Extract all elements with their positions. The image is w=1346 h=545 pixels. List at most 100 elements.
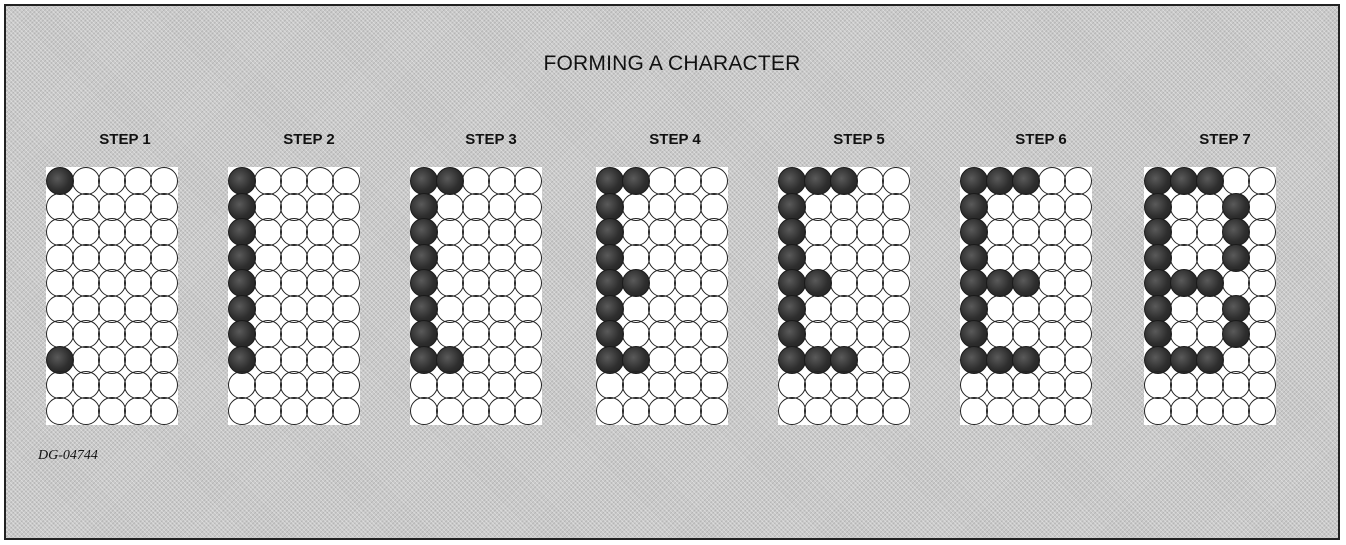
- dot-off: [280, 193, 308, 221]
- dot-off: [674, 218, 702, 246]
- dot-off: [700, 320, 728, 348]
- dot-off: [1038, 244, 1066, 272]
- dot-on: [960, 346, 988, 374]
- dot-off: [1170, 218, 1198, 246]
- dot-off: [622, 244, 650, 272]
- dot-off: [1248, 269, 1276, 297]
- dot-on: [1170, 346, 1198, 374]
- dot-off: [488, 397, 516, 425]
- dot-off: [306, 193, 334, 221]
- dot-off: [1144, 371, 1172, 399]
- dot-on: [778, 269, 806, 297]
- dot-off: [856, 397, 884, 425]
- dot-off: [648, 397, 676, 425]
- dot-off: [700, 397, 728, 425]
- dot-matrix-grid: [960, 167, 1092, 425]
- dot-off: [830, 244, 858, 272]
- dot-off: [830, 397, 858, 425]
- step-label: STEP 1: [45, 131, 205, 148]
- dot-off: [462, 371, 490, 399]
- dot-off: [1248, 397, 1276, 425]
- dot-off: [124, 320, 152, 348]
- dot-off: [228, 397, 256, 425]
- dot-off: [150, 397, 178, 425]
- dot-off: [1248, 320, 1276, 348]
- dot-on: [830, 167, 858, 195]
- dot-off: [1064, 295, 1092, 323]
- dot-off: [280, 244, 308, 272]
- dot-off: [462, 244, 490, 272]
- dot-off: [986, 320, 1014, 348]
- dot-on: [228, 295, 256, 323]
- dot-off: [436, 218, 464, 246]
- dot-off: [1038, 295, 1066, 323]
- dot-on: [228, 218, 256, 246]
- dot-off: [1170, 397, 1198, 425]
- dot-off: [124, 295, 152, 323]
- dot-on: [1222, 244, 1250, 272]
- dot-on: [622, 269, 650, 297]
- dot-off: [1038, 193, 1066, 221]
- dot-off: [1170, 244, 1198, 272]
- dot-off: [124, 397, 152, 425]
- dot-off: [622, 320, 650, 348]
- dot-off: [514, 397, 542, 425]
- dot-on: [596, 193, 624, 221]
- dot-off: [462, 193, 490, 221]
- dot-off: [306, 371, 334, 399]
- dot-off: [1222, 269, 1250, 297]
- dot-off: [1012, 397, 1040, 425]
- dot-off: [648, 320, 676, 348]
- dot-on: [1144, 346, 1172, 374]
- dot-off: [98, 371, 126, 399]
- dot-off: [1038, 397, 1066, 425]
- dot-off: [1012, 320, 1040, 348]
- dot-off: [488, 346, 516, 374]
- dot-off: [332, 320, 360, 348]
- dot-on: [228, 269, 256, 297]
- dot-off: [622, 193, 650, 221]
- dot-on: [1196, 269, 1224, 297]
- dot-off: [804, 244, 832, 272]
- dot-off: [306, 269, 334, 297]
- dot-off: [856, 269, 884, 297]
- dot-off: [124, 244, 152, 272]
- dot-on: [596, 269, 624, 297]
- dot-on: [228, 244, 256, 272]
- dot-off: [1064, 167, 1092, 195]
- dot-matrix-grid: [778, 167, 910, 425]
- dot-off: [436, 397, 464, 425]
- dot-off: [1038, 371, 1066, 399]
- dot-off: [1012, 371, 1040, 399]
- dot-on: [46, 167, 74, 195]
- dot-off: [674, 269, 702, 297]
- dot-off: [856, 371, 884, 399]
- dot-off: [856, 295, 884, 323]
- dot-off: [596, 397, 624, 425]
- dot-on: [804, 167, 832, 195]
- dot-off: [98, 269, 126, 297]
- dot-off: [986, 218, 1014, 246]
- dot-off: [882, 244, 910, 272]
- dot-on: [960, 193, 988, 221]
- dot-off: [462, 295, 490, 323]
- dot-on: [986, 269, 1014, 297]
- dot-off: [700, 371, 728, 399]
- dot-off: [332, 295, 360, 323]
- dot-on: [1170, 269, 1198, 297]
- dot-off: [648, 167, 676, 195]
- dot-off: [72, 269, 100, 297]
- dot-off: [1038, 269, 1066, 297]
- dot-off: [98, 320, 126, 348]
- dot-off: [674, 397, 702, 425]
- dot-off: [856, 346, 884, 374]
- dot-off: [436, 295, 464, 323]
- dot-off: [804, 320, 832, 348]
- dot-off: [72, 167, 100, 195]
- dot-off: [98, 397, 126, 425]
- dot-off: [1064, 397, 1092, 425]
- dot-off: [986, 295, 1014, 323]
- dot-off: [648, 346, 676, 374]
- dot-off: [514, 167, 542, 195]
